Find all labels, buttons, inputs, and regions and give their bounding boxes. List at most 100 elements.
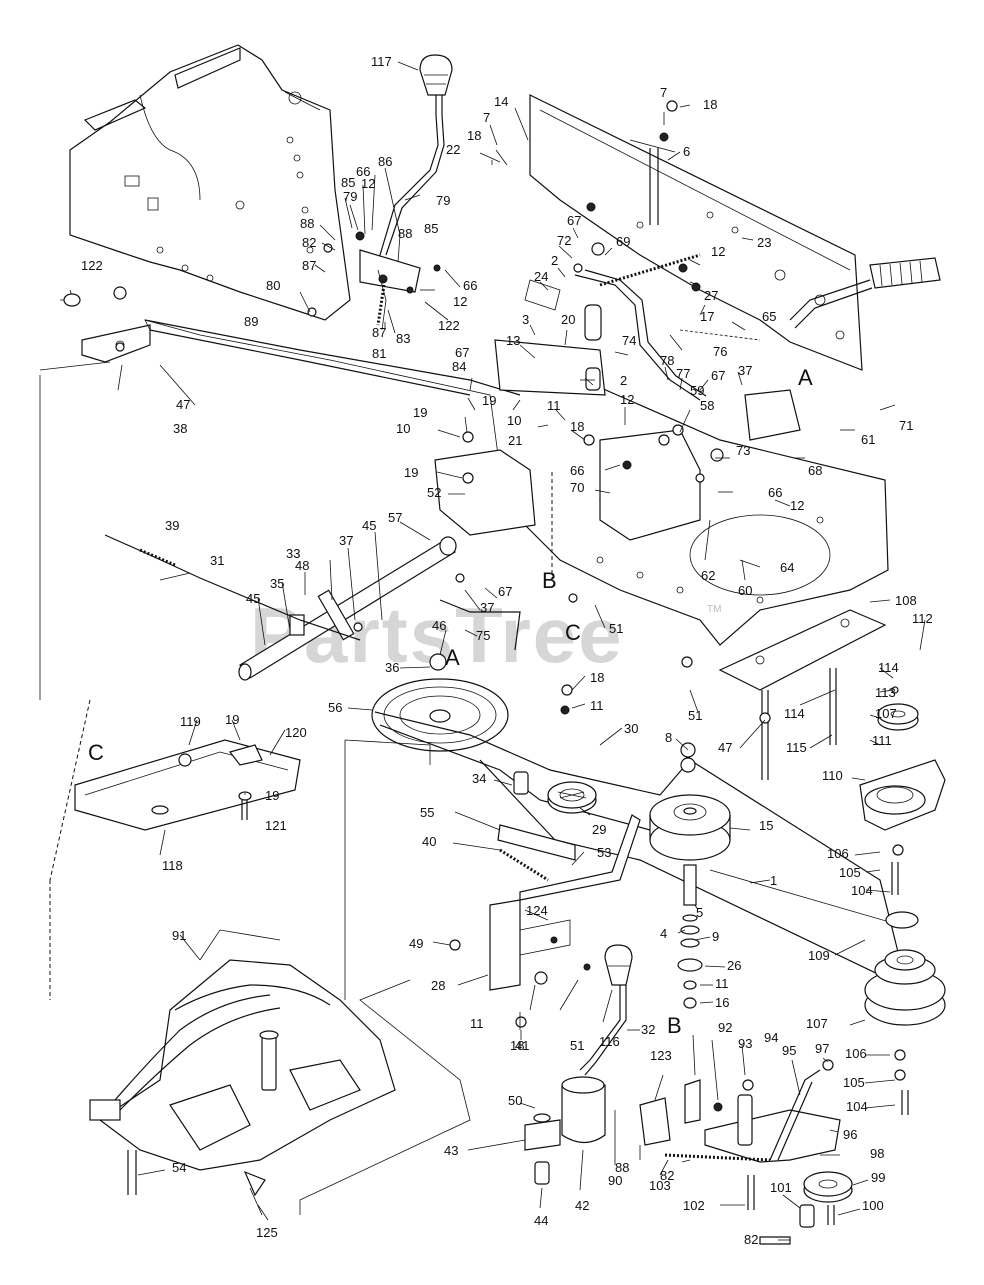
shaft-5-stack — [677, 864, 703, 1009]
part-number-16: 16 — [715, 995, 729, 1010]
part-number-1: 1 — [770, 873, 777, 888]
part-number-112: 112 — [912, 611, 933, 626]
part-number-108: 108 — [895, 593, 917, 608]
brake-pedal — [744, 257, 941, 441]
leader-frame-left — [39, 361, 111, 700]
part-number-82: 82 — [302, 235, 316, 250]
part-number-117: 117 — [371, 54, 392, 69]
pulley-15 — [649, 794, 731, 861]
part-number-11: 11 — [590, 698, 604, 713]
bolt-104-top — [891, 862, 899, 895]
part-number-12: 12 — [620, 392, 634, 407]
part-number-114: 114 — [878, 660, 899, 675]
part-number-37: 37 — [738, 363, 752, 378]
part-number-85: 85 — [341, 175, 355, 190]
part-number-3: 3 — [522, 312, 529, 327]
spring-103 — [664, 1153, 771, 1162]
part-number-88: 88 — [300, 216, 314, 231]
part-number-46: 46 — [432, 618, 446, 633]
part-number-66: 66 — [768, 485, 782, 500]
spring-69 — [599, 253, 701, 287]
part-number-19: 19 — [265, 788, 279, 803]
part-number-14: 14 — [494, 94, 508, 109]
part-number-13: 13 — [506, 333, 520, 348]
part-number-86: 86 — [378, 154, 392, 169]
pulley-107-top — [877, 703, 919, 731]
part-number-40: 40 — [422, 834, 436, 849]
bracket-108 — [718, 609, 887, 691]
part-number-4: 4 — [660, 926, 667, 941]
part-number-106: 106 — [827, 846, 849, 861]
link-76 — [679, 329, 761, 341]
part-number-51: 51 — [609, 621, 623, 636]
rod-32 — [579, 985, 621, 1071]
part-number-118: 118 — [162, 858, 183, 873]
part-number-67: 67 — [455, 345, 469, 360]
dash-panel — [60, 44, 351, 321]
part-number-97: 97 — [815, 1041, 829, 1056]
part-number-37: 37 — [480, 600, 494, 615]
part-number-31: 31 — [210, 553, 224, 568]
part-number-87: 87 — [372, 325, 386, 340]
trademark-mark: TM — [707, 604, 721, 615]
part-number-71: 71 — [899, 418, 913, 433]
part-number-18: 18 — [590, 670, 604, 685]
part-number-48: 48 — [295, 558, 309, 573]
part-number-91: 91 — [172, 928, 186, 943]
part-number-26: 26 — [727, 958, 741, 973]
part-number-107: 107 — [875, 706, 897, 721]
part-number-93: 93 — [738, 1036, 752, 1051]
part-number-102: 102 — [683, 1198, 705, 1213]
shift-shaft — [238, 536, 457, 681]
part-number-45: 45 — [246, 591, 260, 606]
idler-arm-55 — [497, 824, 576, 882]
part-number-8: 8 — [665, 730, 672, 745]
part-number-111: 111 — [872, 733, 892, 748]
part-number-96: 96 — [843, 1127, 857, 1142]
part-number-73: 73 — [736, 443, 750, 458]
part-number-100: 100 — [862, 1198, 884, 1213]
knob-116 — [604, 944, 633, 986]
part-number-88: 88 — [398, 226, 412, 241]
ref-letter-c-lower: C — [88, 740, 104, 765]
part-number-87: 87 — [302, 258, 316, 273]
part-number-19: 19 — [413, 405, 427, 420]
part-number-50: 50 — [508, 1093, 522, 1108]
bolt-102 — [747, 1175, 755, 1210]
idler-pulley-29 — [547, 781, 597, 814]
ref-letter-b-lower: B — [667, 1013, 682, 1038]
part-number-119: 119 — [180, 714, 201, 729]
part-number-105: 105 — [839, 865, 861, 880]
leader-91 — [49, 699, 91, 1000]
part-number-115: 115 — [786, 740, 807, 755]
spring-39 — [139, 548, 176, 567]
part-number-122: 122 — [438, 318, 460, 333]
part-number-83: 83 — [396, 331, 410, 346]
part-number-42: 42 — [575, 1198, 589, 1213]
brake-arm-96 — [639, 1069, 841, 1163]
part-number-105: 105 — [843, 1075, 865, 1090]
part-number-20: 20 — [561, 312, 575, 327]
hardware-nuts — [113, 100, 906, 1112]
part-number-11: 11 — [715, 976, 729, 991]
part-number-124: 124 — [526, 903, 548, 918]
cable-31 — [104, 534, 361, 641]
part-number-78: 78 — [660, 353, 674, 368]
part-number-76: 76 — [713, 344, 727, 359]
part-number-92: 92 — [718, 1020, 732, 1035]
part-number-79: 79 — [436, 193, 450, 208]
part-number-72: 72 — [557, 233, 571, 248]
part-number-35: 35 — [270, 576, 284, 591]
bolt-115 — [761, 690, 769, 780]
clamp-43 — [524, 1113, 561, 1185]
part-number-9: 9 — [712, 929, 719, 944]
part-number-7: 7 — [483, 110, 490, 125]
part-number-67: 67 — [498, 584, 512, 599]
part-number-121: 121 — [265, 818, 287, 833]
part-number-54: 54 — [172, 1160, 186, 1175]
part-number-114: 114 — [784, 706, 805, 721]
part-number-68: 68 — [808, 463, 822, 478]
part-number-47: 47 — [176, 397, 190, 412]
part-number-47: 47 — [718, 740, 732, 755]
